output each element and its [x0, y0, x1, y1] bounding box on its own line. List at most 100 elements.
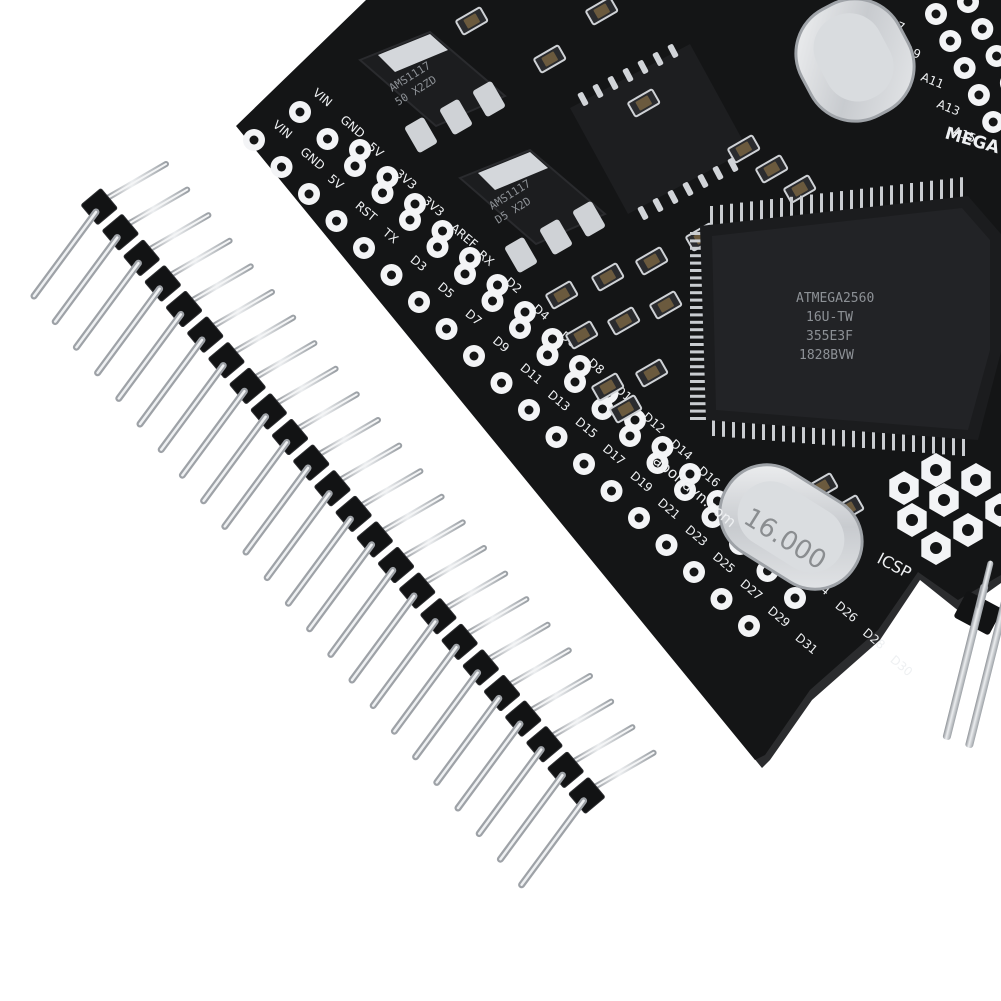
- header-pin-highlight: [590, 751, 655, 790]
- chip-pin: [900, 184, 903, 205]
- chip-pin: [690, 298, 708, 302]
- header-pin-highlight: [272, 367, 337, 406]
- header-pad-hole: [323, 134, 332, 144]
- header-pad-hole: [493, 280, 502, 290]
- header-pad-hole: [579, 459, 589, 469]
- chip-pin: [862, 430, 865, 448]
- chip-pin: [850, 189, 853, 210]
- chip-pin: [890, 185, 893, 206]
- header-pin-highlight: [463, 598, 528, 637]
- chip-pin: [652, 52, 664, 66]
- chip-pin: [950, 178, 953, 199]
- chip-pin: [622, 68, 634, 82]
- chip-pin: [690, 320, 708, 324]
- chip-pin: [812, 426, 815, 444]
- header-pin-highlight: [209, 291, 273, 329]
- chip-pin: [892, 432, 895, 451]
- chip-pin: [810, 194, 813, 215]
- chip-pin: [577, 92, 589, 106]
- chip-pin: [690, 313, 708, 317]
- chip-pin: [870, 187, 873, 208]
- chip-line-3: 355E3F: [806, 329, 853, 344]
- chip-pin: [772, 422, 775, 441]
- header-pin-highlight: [75, 261, 140, 349]
- chip-pin: [960, 177, 963, 198]
- header-pin-highlight: [435, 697, 501, 784]
- header-pin-highlight: [53, 236, 119, 323]
- header-pad-hole: [515, 323, 525, 333]
- smd-body: [643, 253, 660, 269]
- chip-pin: [830, 192, 833, 213]
- header-pin-highlight: [527, 675, 591, 713]
- header-pin-highlight: [293, 393, 358, 432]
- chip-pin: [690, 343, 708, 346]
- chip-pin: [720, 204, 723, 225]
- icsp-pad-hole: [930, 464, 942, 476]
- header-pad-hole: [630, 415, 640, 425]
- smd-body: [541, 51, 558, 67]
- voltage-regulator-2: AMS1117 D5 X2D: [458, 148, 607, 273]
- header-pad-hole: [685, 469, 695, 479]
- smd-body: [763, 161, 780, 177]
- chip-pin: [690, 409, 708, 413]
- header-pin-highlight: [244, 466, 310, 554]
- chip-pin: [637, 206, 649, 220]
- pcb-board: VINGND5V3V33V3AREFRXD2D4D6D8D10D12D14D16…: [236, 0, 1001, 768]
- header-pin-highlight: [329, 569, 395, 656]
- header-pad-hole: [378, 188, 387, 198]
- chip-pin: [920, 181, 923, 202]
- chip-pin: [652, 198, 664, 212]
- header-pad-hole: [658, 442, 667, 452]
- chip-pin: [742, 420, 745, 439]
- chip-pin: [752, 421, 755, 440]
- smd-body: [573, 327, 590, 343]
- chip-pin: [740, 202, 743, 223]
- header-pad-hole: [277, 162, 286, 172]
- header-pad-hole: [469, 351, 479, 361]
- chip-pin: [730, 203, 733, 224]
- header-pad-hole: [552, 432, 561, 442]
- smd-body: [599, 269, 616, 285]
- chip-line-4: 1828BVW: [799, 348, 854, 363]
- chip-pin: [690, 283, 708, 287]
- header-pad-hole: [442, 324, 451, 334]
- icsp-pad-hole: [930, 542, 942, 554]
- chip-pin: [902, 433, 905, 452]
- chip-pin: [712, 166, 724, 180]
- header-pad-hole: [249, 135, 259, 145]
- header-pin-highlight: [138, 338, 204, 426]
- icsp-pad-hole: [994, 504, 1001, 516]
- header-pin-highlight: [187, 265, 252, 304]
- header-pin-highlight: [124, 188, 189, 227]
- chip-pin: [697, 174, 709, 188]
- chip-pin: [922, 434, 925, 453]
- header-pad-hole: [988, 117, 998, 127]
- chip-pin: [682, 182, 694, 196]
- icsp-pads: [889, 453, 1001, 565]
- chip-pin: [840, 191, 843, 212]
- chip-pin: [690, 394, 708, 398]
- chip-pin: [690, 387, 708, 391]
- chip-pin: [860, 188, 863, 209]
- chip-pin: [690, 350, 708, 354]
- header-pad-hole: [410, 199, 420, 209]
- header-pin-highlight: [505, 649, 570, 688]
- header-pad-hole: [931, 9, 941, 19]
- header-pad-hole: [708, 512, 717, 522]
- header-pin-highlight: [336, 444, 401, 483]
- chip-pin: [690, 306, 708, 309]
- chip-pin: [880, 186, 883, 207]
- header-pin-highlight: [96, 287, 161, 375]
- chip-pin: [790, 196, 793, 217]
- chip-pin: [690, 357, 708, 361]
- chip-pin: [852, 429, 855, 448]
- header-pin-highlight: [520, 799, 585, 887]
- chip-pin: [940, 179, 943, 200]
- chip-pin: [690, 328, 708, 332]
- header-pad-hole: [634, 513, 644, 523]
- chip-pin: [690, 372, 708, 376]
- chip-pin: [882, 431, 885, 450]
- chip-pin: [690, 232, 708, 235]
- chip-pin: [607, 76, 619, 90]
